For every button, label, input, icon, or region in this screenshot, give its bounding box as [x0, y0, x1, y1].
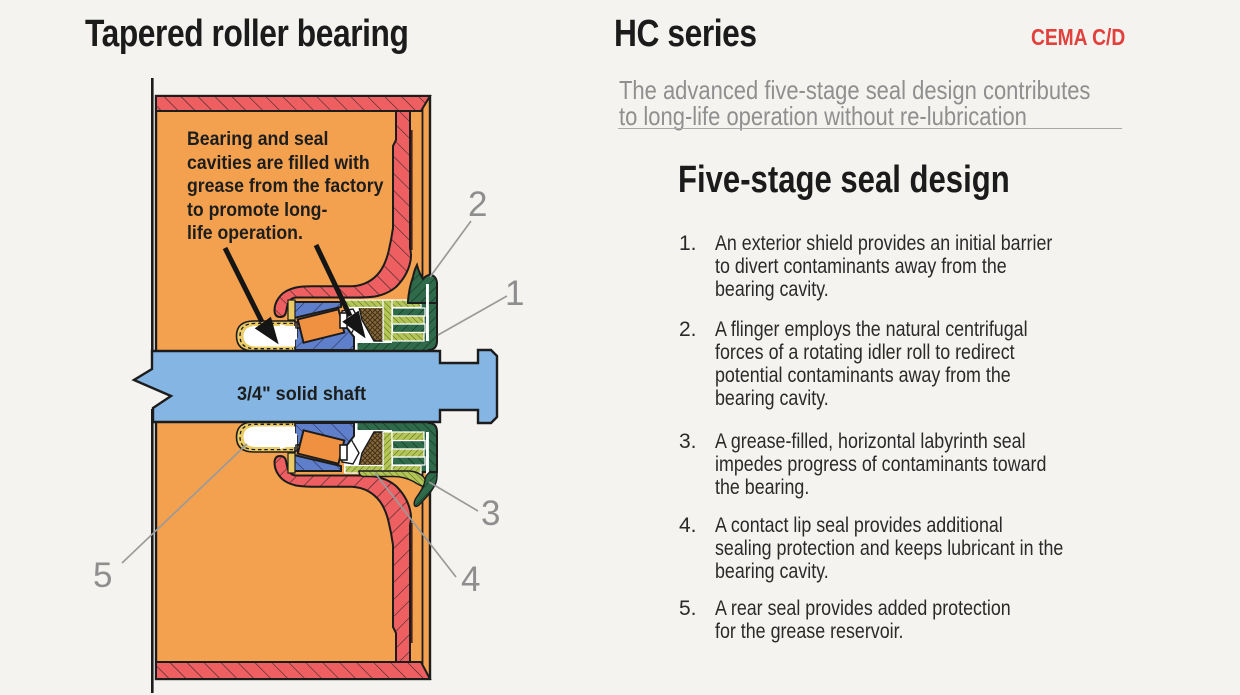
svg-text:2: 2	[468, 185, 487, 224]
svg-text:3/4" solid shaft: 3/4" solid shaft	[237, 384, 367, 405]
svg-text:1: 1	[505, 274, 524, 313]
svg-text:5: 5	[93, 556, 112, 595]
svg-text:3: 3	[481, 494, 500, 533]
svg-text:4: 4	[461, 560, 480, 599]
